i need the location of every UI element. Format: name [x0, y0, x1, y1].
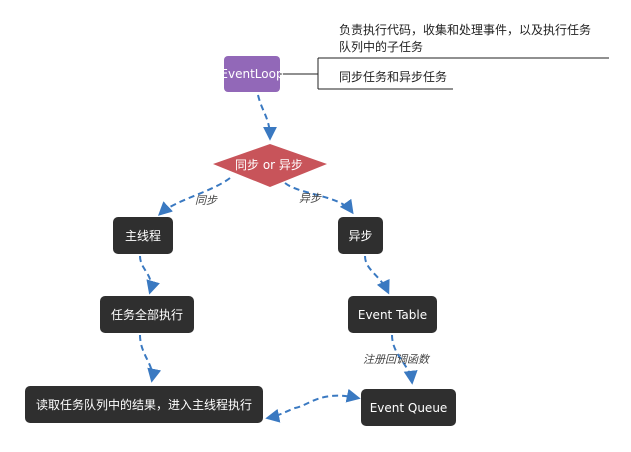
decision-label: 同步 or 异步 — [235, 158, 303, 172]
note-bracket — [317, 57, 609, 90]
decision-diamond — [213, 144, 327, 187]
note-line-2: 队列中的子任务 — [339, 40, 424, 54]
edge-eventtable-eventqueue — [391, 334, 418, 385]
edge-label-register: 注册回调函数 — [363, 353, 429, 366]
node-main-thread[interactable]: 主线程 — [113, 217, 173, 254]
node-event-loop[interactable]: EventLoop — [220, 56, 284, 92]
note-line-3: 同步任务和异步任务 — [339, 70, 448, 84]
edge-label-sync: 同步 — [195, 194, 217, 207]
note-line-1: 负责执行代码，收集和处理事件，以及执行任务 — [339, 23, 592, 37]
node-event-table[interactable]: Event Table — [348, 296, 437, 333]
edge-async-eventtable — [364, 255, 390, 295]
node-run-all[interactable]: 任务全部执行 — [100, 296, 194, 333]
node-read-queue[interactable]: 读取任务队列中的结果，进入主线程执行 — [25, 386, 263, 423]
edge-mainthread-runall — [139, 255, 160, 295]
edge-eventloop-decision — [257, 94, 277, 141]
node-async[interactable]: 异步 — [338, 217, 383, 254]
edge-eventqueue-readqueue — [265, 388, 361, 423]
edge-decision-async — [284, 182, 354, 215]
node-event-queue[interactable]: Event Queue — [361, 389, 456, 426]
edge-decision-mainthread — [157, 177, 231, 216]
edge-runall-readqueue — [139, 334, 162, 383]
edge-label-async: 异步 — [299, 192, 321, 205]
